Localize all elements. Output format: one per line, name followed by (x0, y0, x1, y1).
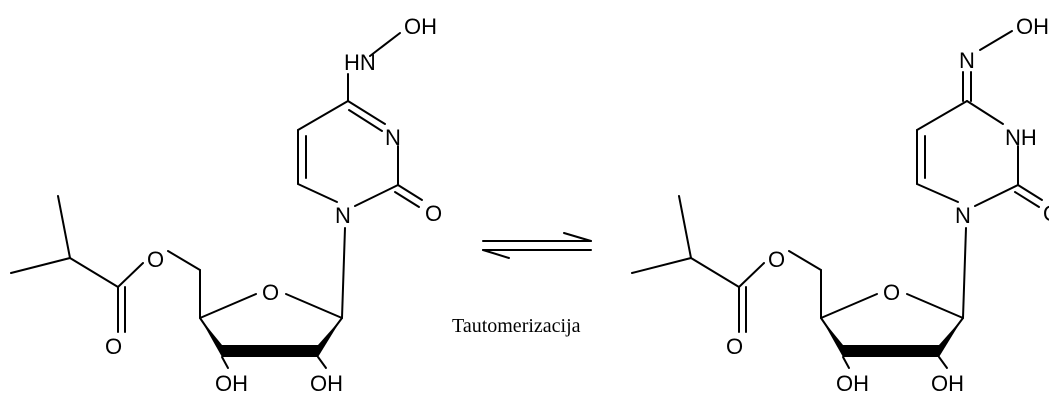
bond (297, 183, 338, 203)
equilibrium-arrow (482, 232, 592, 259)
ester-oxygen-label: O (768, 247, 785, 272)
bond (1014, 191, 1040, 208)
bond (167, 250, 201, 271)
ring-oxygen-label: O (883, 280, 900, 305)
bond (1017, 184, 1043, 201)
wedge-bond (821, 318, 843, 357)
bold-bond (222, 345, 318, 357)
nitrogen-label: N (955, 203, 971, 228)
wedge-bond (939, 318, 963, 357)
bond (974, 184, 1019, 207)
hydroxyl-label: OH (931, 371, 964, 394)
bond (394, 191, 420, 208)
bond (317, 356, 327, 369)
hydroxyl-label: OH (836, 371, 869, 394)
bold-bond (843, 345, 939, 357)
left-molecule: HN OH N O N O O O OH OH (10, 14, 442, 394)
bond (348, 109, 383, 132)
oxygen-label: O (425, 201, 442, 226)
hydroxyl-label: OH (215, 371, 248, 394)
forward-arrow-head (563, 232, 592, 242)
bond (738, 262, 765, 288)
hydroxyl-label: OH (310, 371, 343, 394)
bond (285, 293, 343, 319)
bond (842, 356, 850, 369)
wedge-bond (318, 318, 342, 357)
reverse-arrow-head (482, 249, 510, 259)
hn-label: HN (344, 50, 376, 75)
bond (916, 183, 959, 203)
caption-label: Tautomerizacija (452, 315, 581, 337)
bond (297, 100, 349, 131)
bond (678, 195, 692, 259)
bond (10, 257, 71, 274)
bond (369, 32, 401, 57)
ester-oxygen-label: O (147, 247, 164, 272)
bond (57, 195, 71, 259)
bond (221, 356, 229, 369)
bond (341, 227, 346, 319)
bond (631, 257, 692, 274)
bond (966, 100, 1004, 125)
oh-label: OH (404, 14, 437, 39)
bond (962, 227, 967, 319)
nh-label: NH (1005, 125, 1037, 150)
bond (347, 100, 386, 125)
wedge-bond (200, 318, 222, 357)
bond (117, 262, 144, 288)
bond (69, 257, 119, 288)
bond (820, 293, 878, 319)
nitrogen-label: N (335, 203, 351, 228)
oh-label: OH (1016, 14, 1049, 39)
bond (354, 184, 399, 207)
bond (397, 184, 423, 201)
bond (788, 250, 822, 271)
bond (690, 257, 740, 288)
right-molecule: N OH NH O N O O O OH OH (631, 14, 1049, 394)
oxygen-label: O (1043, 201, 1049, 226)
carbonyl-oxygen-label: O (726, 334, 743, 359)
nitrogen-label: N (959, 48, 975, 73)
carbonyl-oxygen-label: O (105, 334, 122, 359)
ring-oxygen-label: O (262, 280, 279, 305)
bond (938, 356, 948, 369)
bond (916, 100, 968, 131)
bond (979, 30, 1013, 51)
nitrogen-label: N (385, 125, 401, 150)
bond (199, 293, 257, 319)
bond (906, 293, 964, 319)
